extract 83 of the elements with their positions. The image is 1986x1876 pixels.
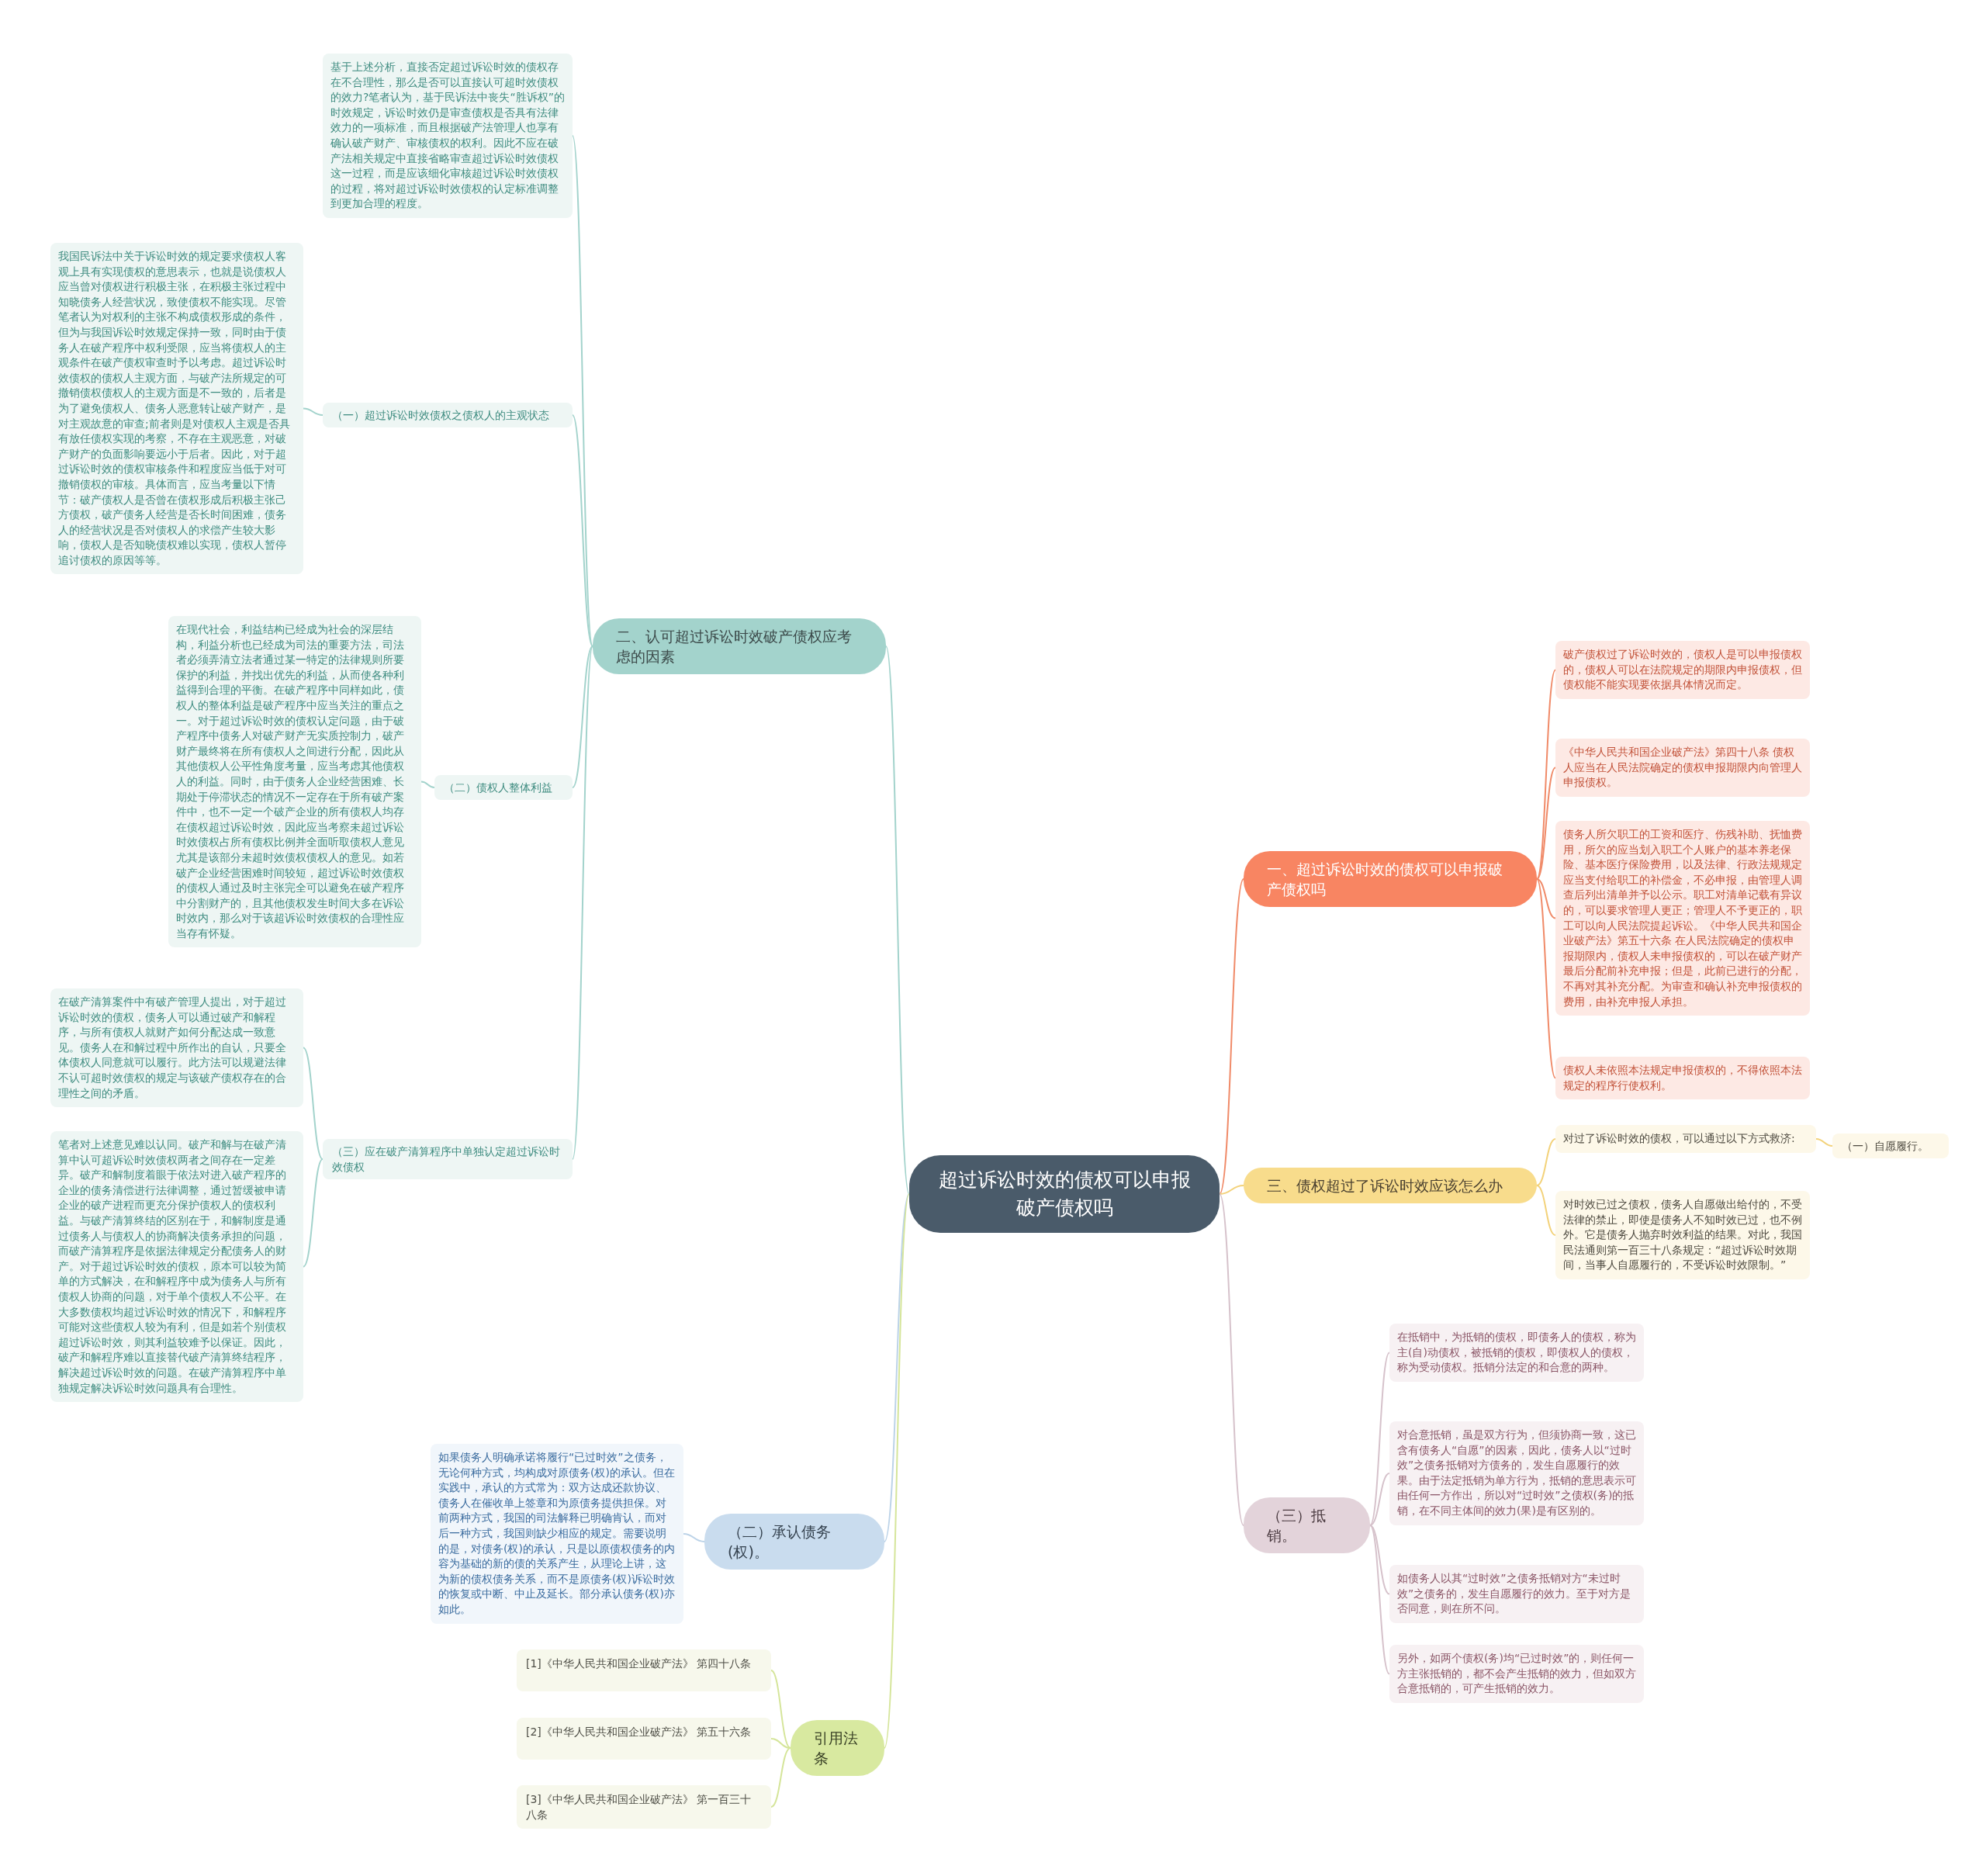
topic-text: （一）自愿履行。 bbox=[1842, 1139, 1929, 1154]
topic-text: [3]《中华人民共和国企业破产法》 第一百三十八条 bbox=[526, 1792, 753, 1822]
connector-line bbox=[770, 1747, 791, 1808]
topic-text: 一、超过诉讼时效的债权可以申报破产债权吗 bbox=[1267, 860, 1503, 899]
topic-text: 如债务人以其“过时效”之债务抵销对方“未过时效”之债务的，发生自愿履行的效力。至于对方是否同意，则在所不问。 bbox=[1397, 1571, 1632, 1617]
note-box bbox=[50, 988, 303, 1108]
note-box bbox=[1555, 739, 1810, 797]
connector-line bbox=[1815, 1138, 1833, 1147]
connector-line bbox=[884, 1193, 910, 1542]
note-box bbox=[1555, 641, 1810, 699]
connector-line bbox=[1536, 878, 1556, 1079]
connector-line bbox=[885, 646, 910, 1195]
subtopic-box bbox=[323, 403, 573, 427]
topic-text: 在抵销中，为抵销的债权，即债务人的债权，称为主(自)动债权，被抵销的债权，即债权人的债权，称为受动债权。抵销分法定的和合意的两种。 bbox=[1397, 1330, 1636, 1376]
connector-line bbox=[303, 1047, 324, 1160]
topic-text: （二）承认债务(权)。 bbox=[728, 1522, 832, 1562]
connector-line bbox=[1219, 1185, 1244, 1195]
subtopic-box bbox=[323, 1139, 573, 1179]
branch-topic bbox=[1244, 1168, 1537, 1203]
subtopic-box bbox=[1832, 1134, 1949, 1158]
connector-line bbox=[1219, 1193, 1244, 1526]
topic-text: 《中华人民共和国企业破产法》第四十八条 债权人应当在人民法院确定的债权申报期限内向管理人申报债权。 bbox=[1563, 745, 1802, 791]
topic-text: 对时效已过之债权，债务人自愿做出给付的，不受法律的禁止，即使是债务人不知时效已过，也不例外。它是债务人抛弃时效利益的结果。对此，我国民法通则第一百三十八条规定：“超过诉讼时效期间，当事人自愿履行的，不受诉讼时效限制。” bbox=[1563, 1197, 1802, 1273]
connector-line bbox=[1536, 1185, 1556, 1236]
topic-text: 破产债权过了诉讼时效的，债权人是可以申报债权的，债权人可以在法院规定的期限内申报债权，但债权能不能实现要依据具体情况而定。 bbox=[1563, 647, 1802, 693]
connector-line bbox=[683, 1533, 705, 1542]
connector-line bbox=[1369, 1525, 1390, 1675]
note-box bbox=[1389, 1421, 1644, 1525]
reference-box bbox=[517, 1649, 771, 1691]
note-box bbox=[1389, 1565, 1644, 1623]
topic-text: 笔者对上述意见难以认同。破产和解与在破产清算中认可超诉讼时效债权两者之间存在一定差异。破产和解制度着眼于依法对进入破产程序的企业的债务清偿进行法律调整，通过暂缓被申请企业的破产进程而更充分保护债权人的债权利益。与破产清算终结的区别在于，和解制度是通过债务人与债权人的协商解决债务承担的问题，而破产清算程序是依据法律规定分配债务人的财产。对于超过诉讼时效的债权，原本可以较为简单的方式解决，在和解程序中成为债务人与所有债权人协商的问题，对于单个债权人不公平。在大多数债权均超过诉讼时效的情况下，和解程序可能对这些债权人较为有利，但是如若个别债权超过诉讼时效，则其利益较难予以保证。因此，破产和解程序难以直接替代破产清算终结程序，解决超过诉讼时效的问题。在破产清算程序中单独规定解决诉讼时效问题具有合理性。 bbox=[58, 1137, 287, 1396]
connector-line bbox=[303, 407, 324, 416]
topic-text: 另外，如两个债权(务)均“已过时效”的，则任何一方主张抵销的，都不会产生抵销的效力，但如双方合意抵销的，可产生抵销的效力。 bbox=[1397, 1651, 1636, 1697]
connector-line bbox=[1369, 1525, 1390, 1595]
topic-text: （三）应在破产清算程序中单独认定超过诉讼时效债权 bbox=[332, 1144, 561, 1175]
connector-line bbox=[420, 781, 435, 788]
subtopic-box bbox=[434, 775, 573, 800]
topic-text: 我国民诉法中关于诉讼时效的规定要求债权人客观上具有实现债权的意思表示，也就是说债权人应当曾对债权进行积极主张，在积极主张过程中知晓债务人经营状况，致使债权不能实现。尽管笔者认为对权利的主张不构成债权形成的条件，但为与我国诉讼时效规定保持一致，同时由于债务人在破产程序中权利受限，应当将债权人的主观条件在破产债权审查时予以考虑。超过诉讼时效债权的债权人主观方面，与破产法所规定的可撤销债权债权人的主观方面是不一致的，后者是为了避免债权人、债务人恶意转让破产财产，是对主观故意的审查;前者则是对债权人主观是否具有放任债权实现的考察，不存在主观恶意，对破产财产的负面影响要远小于后者。因此，对于超过诉讼时效的债权审核条件和程度应当低于对可撤销债权的审核。具体而言，应当考量以下情节：破产债权人是否曾在债权形成后积极主张己方债权，破产债务人经营是否长时间困难，债务人的经营状况是否对债权人的求偿产生较大影响，债权人是否知晓债权难以实现，债权人暂停追讨债权的原因等等。 bbox=[58, 249, 291, 568]
topic-text: 债务人所欠职工的工资和医疗、伤残补助、抚恤费用，所欠的应当划入职工个人账户的基本养老保险、基本医疗保险费用，以及法律、行政法规规定应当支付给职工的补偿金，不必申报，由管理人调查后列出清单并予以公示。职工对清单记载有异议的，可以要求管理人更正；管理人不予更正的，职工可以向人民法院提起诉讼。《中华人民共和国企业破产法》第五十六条 在人民法院确定的债权申报期限内，债权人未申报债权的，可以在破产财产最后分配前补充申报；但是，此前已进行的分配，不再对其补充分配。为审查和确认补充申报债权的费用，由补充申报人承担。 bbox=[1563, 827, 1802, 1009]
connector-line bbox=[572, 646, 593, 788]
connector-line bbox=[572, 414, 593, 647]
topic-text: 在破产清算案件中有破产管理人提出，对于超过诉讼时效的债权，债务人可以通过破产和解程序，与所有债权人就财产如何分配达成一致意见。债务人在和解过程中所作出的自认，只要全体债权人同意就可以履行。此方法可以规避法律不认可超时效债权的规定与该破产债权存在的合理性之间的矛盾。 bbox=[58, 995, 287, 1101]
topic-text: 对过了诉讼时效的债权，可以通过以下方式救济: bbox=[1563, 1131, 1796, 1146]
topic-text: （二）债权人整体利益 bbox=[444, 781, 553, 795]
branch-topic bbox=[1244, 851, 1537, 907]
topic-text: [1]《中华人民共和国企业破产法》 第四十八条 bbox=[526, 1656, 753, 1671]
connector-line bbox=[1219, 878, 1244, 1195]
note-box bbox=[1555, 1057, 1810, 1100]
topic-text: （三）抵销。 bbox=[1267, 1506, 1327, 1545]
topic-text: 基于上述分析，直接否定超过诉讼时效的债权存在不合理性，那么是否可以直接认可超时效债权的效力?笔者认为，基于民诉法中丧失“胜诉权”的时效规定，诉讼时效仍是审查债权是否具有法律效力的一项标准，而且根据破产法管理人也享有确认破产财产、审核债权的权利。因此不应在破产法相关规定中直接省略审查超过诉讼时效债权这一过程，而是应该细化审核超过诉讼时效债权的过程，将对超过诉讼时效债权的认定标准调整到更加合理的程度。 bbox=[330, 60, 565, 212]
branch-topic bbox=[593, 618, 886, 674]
topic-text: 引用法条 bbox=[814, 1729, 859, 1768]
connector-line bbox=[303, 1158, 324, 1268]
connector-line bbox=[770, 1738, 791, 1749]
topic-text: [2]《中华人民共和国企业破产法》 第五十六条 bbox=[526, 1725, 753, 1739]
reference-box bbox=[517, 1785, 771, 1829]
branch-topic bbox=[1244, 1497, 1370, 1553]
connector-line bbox=[1536, 669, 1556, 880]
note-box bbox=[1555, 1191, 1810, 1279]
branch-topic bbox=[704, 1514, 884, 1570]
connector-line bbox=[1369, 1473, 1390, 1526]
branch-topic bbox=[791, 1720, 884, 1776]
central-topic bbox=[909, 1155, 1220, 1233]
connector-line bbox=[1369, 1352, 1390, 1526]
topic-text: 超过诉讼时效的债权可以申报破产债权吗 bbox=[937, 1168, 1192, 1220]
connector-line bbox=[1536, 767, 1556, 880]
connector-line bbox=[572, 646, 593, 1160]
connector-line bbox=[1536, 1138, 1556, 1186]
connector-line bbox=[770, 1670, 791, 1749]
topic-text: 二、认可超过诉讼时效破产债权应考虑的因素 bbox=[616, 627, 853, 666]
connector-line bbox=[572, 135, 593, 647]
topic-text: 对合意抵销，虽是双方行为，但须协商一致，这已含有债务人“自愿”的因素，因此，债务人以“过时效”之债务抵销对方债务的，发生自愿履行的效果。由于法定抵销为单方行为，抵销的意思表示可由任何一方作出，所以对“过时效”之债权(务)的抵销，在不同主体间的效力(果)是有区别的。 bbox=[1397, 1428, 1636, 1518]
topic-text: 三、债权超过了诉讼时效应该怎么办 bbox=[1267, 1176, 1503, 1196]
note-box bbox=[1555, 1125, 1816, 1153]
topic-text: 在现代社会，利益结构已经成为社会的深层结构，利益分析也已经成为司法的重要方法，司法者必须弄清立法者通过某一特定的法律规则所要保护的利益，并找出优先的利益，从而使各种利益得到合理的平衡。在破产程序中同样如此，债权人的整体利益是破产程序中应当关注的重点之一。对于超过诉讼时效的债权认定问题，由于破产程序中债务人对破产财产无实质控制力，破产财产最终将在所有债权人之间进行分配，因此从其他债权人公平性角度考量，应当考虑其他债权人的利益。同时，由于债务人企业经营困难、长期处于停滞状态的情况不一定存在于所有破产案件中，也不一定一个破产企业的所有债权人均存在债权超过诉讼时效，因此应当考察未超过诉讼时效债权占所有债权比例并全面听取债权人意见尤其是该部分未超时效债权债权人的意见。如若破产企业经营困难时间较短，超过诉讼时效债权的债权人通过及时主张完全可以避免在破产程序中分割财产的，且其他债权发生时间大多在诉讼时效内，那么对于该超诉讼时效债权的合理性应当存有怀疑。 bbox=[176, 622, 405, 941]
connector-line bbox=[1536, 878, 1556, 919]
connector-line bbox=[884, 1193, 910, 1749]
reference-box bbox=[517, 1718, 771, 1760]
topic-text: （一）超过诉讼时效债权之债权人的主观状态 bbox=[332, 408, 550, 423]
note-box bbox=[1389, 1324, 1644, 1382]
topic-text: 如果债务人明确承诺将履行“已过时效”之债务，无论何种方式，均构成对原债务(权)的承认。但在实践中，承认的方式常为：双方达成还款协议、债务人在催收单上签章和为原债务提供担保。对前两种方式，我国的司法解释已明确肯认，而对后一种方式，我国则缺少相应的规定。需要说明的是，对债务(权)的承认，只是以原债权债务的内容为基础的新的债的关系产生，从理论上讲，这为新的债权债务关系，而不是原债务(权)诉讼时效的恢复或中断、中止及延长。部分承认债务(权)亦如此。 bbox=[438, 1450, 676, 1617]
topic-text: 债权人未依照本法规定申报债权的，不得依照本法规定的程序行使权利。 bbox=[1563, 1063, 1802, 1093]
note-box bbox=[1389, 1645, 1644, 1703]
